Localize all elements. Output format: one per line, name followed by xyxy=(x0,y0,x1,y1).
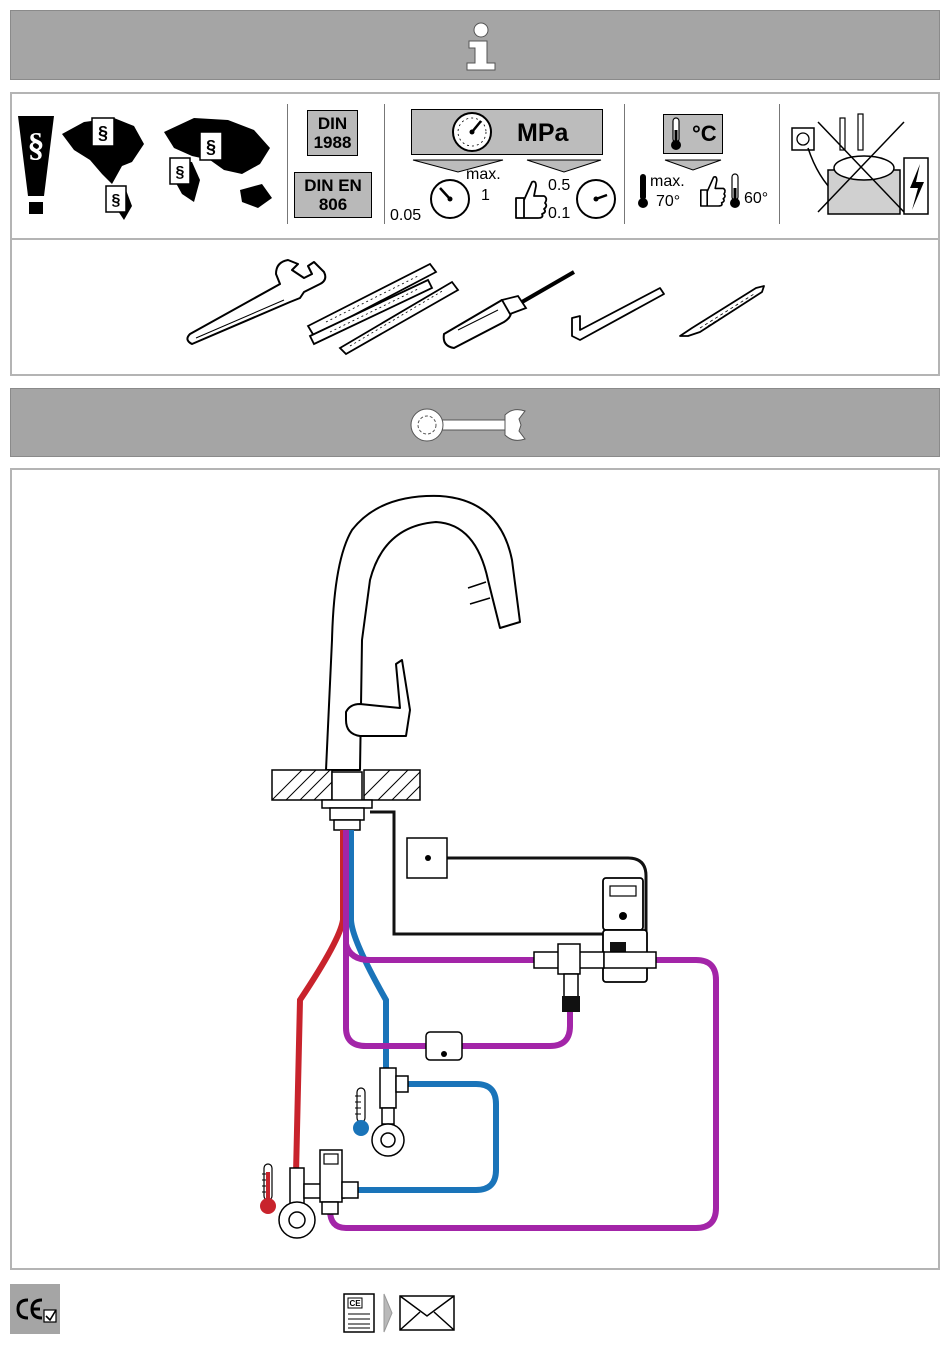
thumbs-up-temp-icon xyxy=(696,172,728,208)
din-label-line2: 1988 xyxy=(308,133,357,152)
mixed-hose-loop xyxy=(346,830,570,1046)
required-tools xyxy=(180,256,780,356)
cold-angle-valve xyxy=(372,1068,408,1156)
pressure-unit: MPa xyxy=(517,120,568,146)
svg-text:§: § xyxy=(98,123,108,143)
pressure-rec-high: 0.5 xyxy=(548,178,570,194)
svg-text:§: § xyxy=(28,127,45,164)
thermometer-rec-icon xyxy=(728,172,742,210)
adjustable-wrench-icon xyxy=(187,260,325,344)
info-panel-divider xyxy=(12,238,938,240)
pressure-arrows xyxy=(411,158,603,174)
screwdriver-icon xyxy=(444,272,574,348)
mixed-hose xyxy=(346,944,534,960)
svg-text:§: § xyxy=(176,164,185,181)
temperature-arrow xyxy=(663,158,723,172)
folding-rule-icon xyxy=(308,264,458,354)
separator xyxy=(624,104,625,224)
separator xyxy=(384,104,385,224)
installation-header-band xyxy=(10,388,940,457)
declaration-mail-icon: CE xyxy=(342,1292,456,1334)
regulations-map-icon: § § § § § xyxy=(14,104,284,224)
thermometer-icon xyxy=(668,116,684,152)
svg-text:§: § xyxy=(112,192,121,209)
pressure-max-value: 1 xyxy=(481,188,490,204)
pressure-gauge-min-icon xyxy=(428,178,472,220)
cold-thermometer-icon xyxy=(353,1088,369,1136)
temperature-max-value: 70° xyxy=(656,194,680,210)
svg-text:§: § xyxy=(206,137,216,157)
hex-key-icon xyxy=(572,288,664,340)
din-en-label-line1: DIN EN xyxy=(295,176,371,195)
temperature-unit: °C xyxy=(692,122,717,146)
thermostatic-mixing-valve xyxy=(320,1150,358,1214)
ce-conformity-icon xyxy=(10,1284,60,1334)
wrench-icon xyxy=(409,407,535,443)
pressure-header-box xyxy=(411,109,603,155)
temperature-rec-value: 60° xyxy=(744,191,768,207)
no-electric-heater-icon xyxy=(788,108,934,222)
din-en-label-line2: 806 xyxy=(295,195,371,214)
pressure-rec-low: 0.1 xyxy=(548,206,570,222)
din-1988-label: DIN 1988 xyxy=(307,110,358,156)
installation-diagram xyxy=(250,490,730,1250)
cold-water-hose xyxy=(351,830,386,1072)
info-icon xyxy=(451,21,511,73)
info-header-band xyxy=(10,10,940,80)
temperature-max-label: max. xyxy=(650,174,685,190)
separator xyxy=(779,104,780,224)
hot-water-hose xyxy=(296,830,343,1174)
pressure-gauge-rec-icon xyxy=(574,178,618,220)
filter-box xyxy=(426,1032,462,1060)
separator xyxy=(287,104,288,224)
svg-text:CE: CE xyxy=(349,1299,361,1308)
din-en-806-label: DIN EN 806 xyxy=(294,172,372,218)
pressure-min-value: 0.05 xyxy=(390,208,421,224)
drill-bit-icon xyxy=(680,286,764,336)
din-label-line1: DIN xyxy=(308,114,357,133)
thermometer-max-icon xyxy=(636,172,650,210)
hot-thermometer-icon xyxy=(260,1164,276,1214)
pressure-gauge-icon xyxy=(450,111,494,153)
faucet xyxy=(326,496,520,770)
thumbs-up-icon xyxy=(510,176,550,220)
